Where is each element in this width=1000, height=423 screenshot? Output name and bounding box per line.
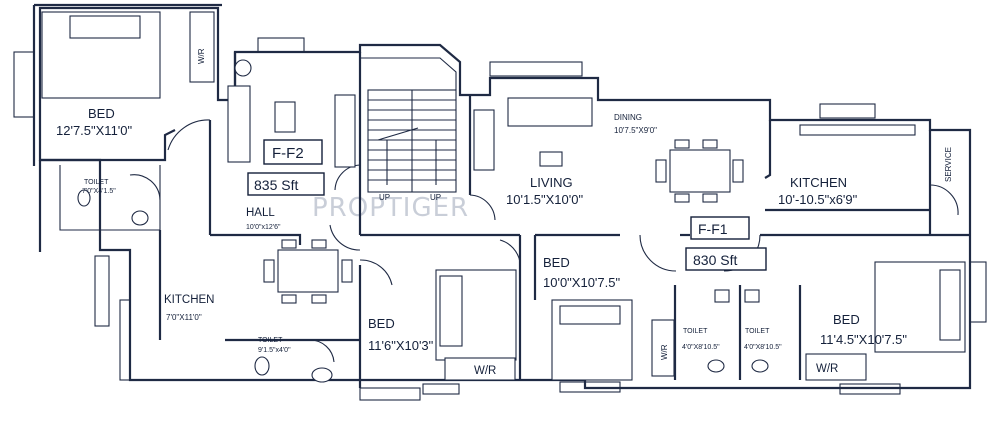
unit-f-f1-code-box [690, 216, 750, 240]
toilet-left-bottom-name: TOILET [258, 337, 283, 344]
toilet-left-bottom-dim: 9'1.5"x4'0" [258, 347, 291, 354]
toilet-left-dim: 7'0"X4'1.5" [82, 188, 116, 195]
living-name: LIVING [530, 175, 573, 190]
bed-center-dim: 10'0"X10'7.5" [543, 275, 620, 290]
unit-f-f2-area: 835 Sft [254, 177, 298, 193]
kitchen-left-name: KITCHEN [164, 294, 214, 306]
kitchen-left-dim: 7'0"X11'0" [166, 313, 202, 322]
dining-dim: 10'7.5"X9'0" [614, 126, 657, 135]
living-dim: 10'1.5"X10'0" [506, 192, 583, 207]
toilet-r1-name: TOILET [683, 328, 708, 335]
bed-center-name: BED [543, 255, 570, 270]
unit-f-f2-code-box [263, 139, 323, 165]
room-labels: BED 12'7.5"X11'0" TOILET 7'0"X4'1.5" HAL… [56, 48, 953, 377]
hall-name: HALL [246, 207, 275, 219]
wr-label-center: W/R [660, 344, 669, 360]
watermark: PROPTIGER [312, 193, 469, 223]
kitchen-right-dim: 10'-10.5"x6'9" [778, 192, 858, 207]
unit-f-f2-code: F-F2 [272, 145, 304, 162]
interior-walls [40, 52, 970, 388]
bed-center-bottom-dim: 11'6"X10'3" [368, 338, 434, 353]
stairs-up-right: UP [430, 193, 441, 202]
windows [13, 37, 987, 401]
hall-dim: 10'0"x12'6" [246, 224, 281, 231]
toilet-left-name: TOILET [84, 179, 109, 186]
dining-name: DINING [614, 113, 642, 122]
furniture [41, 11, 966, 383]
wr-label-bottom: W/R [474, 365, 496, 377]
bed-right-dim: 11'4.5"X10'7.5" [820, 332, 907, 347]
toilet-r2-dim: 4'0"X8'10.5" [744, 344, 782, 351]
toilet-r2-name: TOILET [745, 328, 770, 335]
wr-label-right: W/R [816, 363, 838, 375]
toilet-r1-dim: 4'0"X8'10.5" [682, 344, 720, 351]
unit-f-f1-area-box [685, 247, 767, 271]
unit-f-f1-code: F-F1 [698, 221, 728, 237]
stairs-up-left: UP [379, 193, 390, 202]
bed-left-top-name: BED [88, 106, 115, 121]
unit-badges: F-F2 835 Sft F-F1 830 Sft [247, 139, 767, 271]
wr-label-top: W/R [197, 48, 206, 64]
bed-left-top-dim: 12'7.5"X11'0" [56, 123, 133, 138]
service-label: SERVICE [944, 147, 953, 182]
bed-center-bottom-name: BED [368, 316, 395, 331]
unit-f-f1-area: 830 Sft [693, 252, 737, 268]
staircase [359, 48, 457, 193]
unit-f-f2-area-box [247, 172, 325, 196]
kitchen-right-name: KITCHEN [790, 175, 847, 190]
bed-right-name: BED [833, 312, 860, 327]
